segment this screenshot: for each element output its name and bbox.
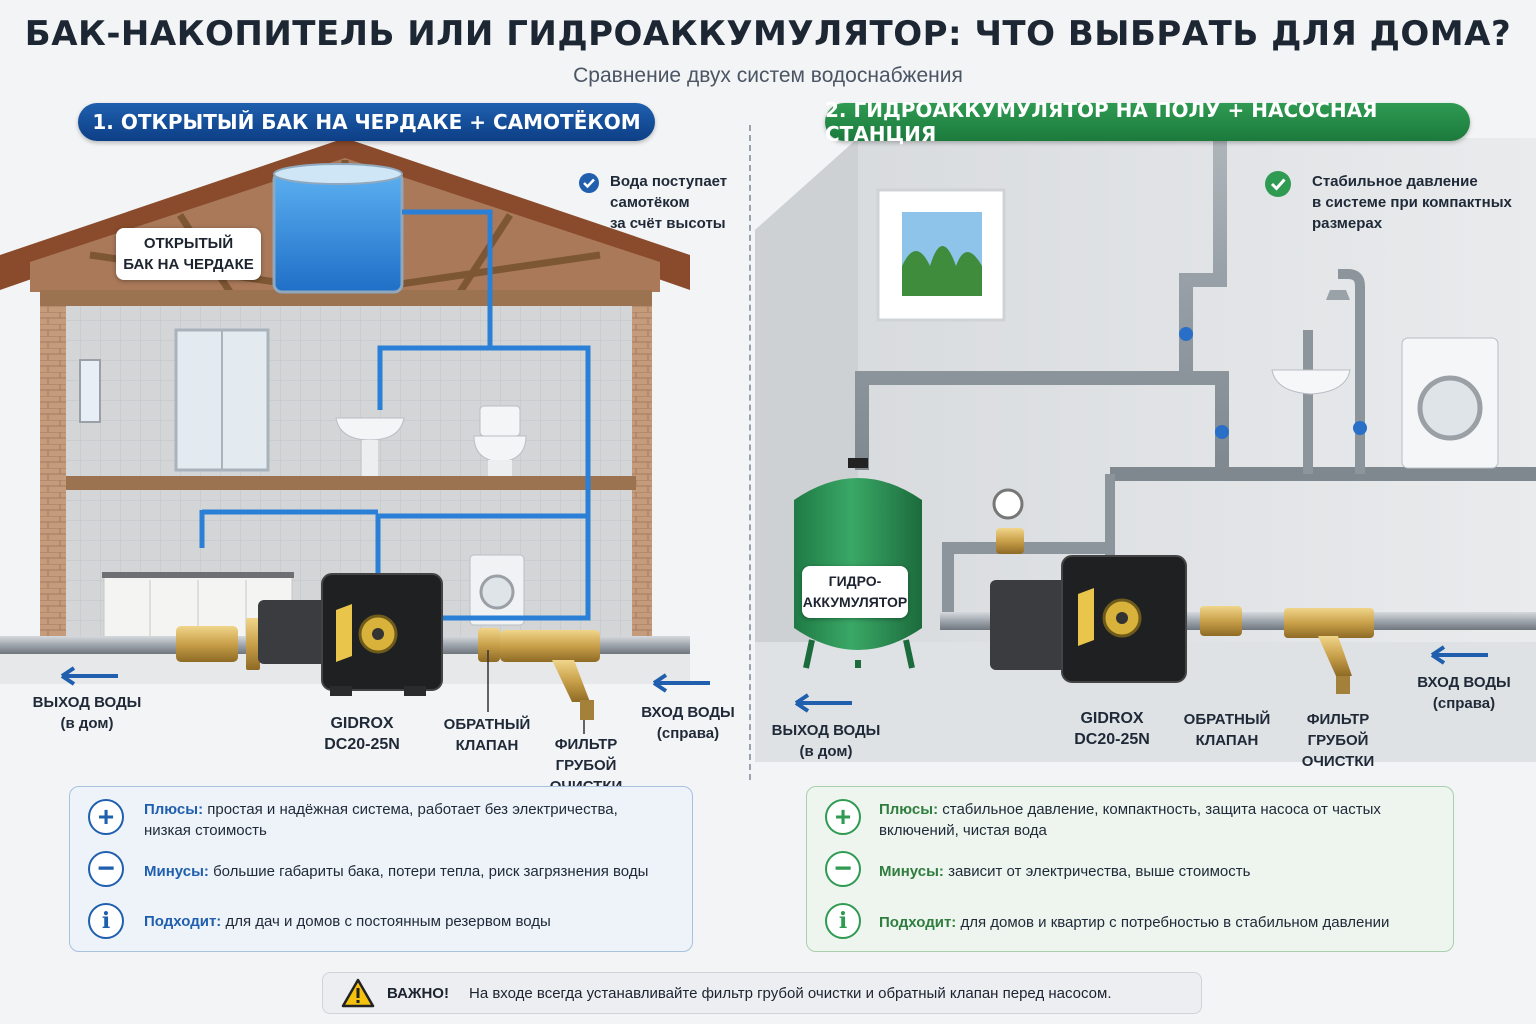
section-divider [749, 125, 751, 780]
warning-text: На входе всегда устанавливайте фильтр гр… [468, 984, 1112, 1002]
left-pros-line-2: низкая стоимость [144, 822, 267, 839]
right-note-line-2: в системе при компактных [1312, 194, 1512, 211]
left-inlet-label: ВХОД ВОДЫ (справа) [636, 702, 740, 744]
right-note: Стабильное давление в системе при компак… [1312, 171, 1526, 234]
right-fit-text: для домов и квартир с потребностью в ста… [960, 914, 1390, 931]
right-cons-text: зависит от электричества, выше стоимость [948, 863, 1251, 880]
right-outlet-label: ВЫХОД ВОДЫ (в дом) [768, 720, 884, 762]
info-icon: i [825, 903, 861, 939]
left-check-valve-label: ОБРАТНЫЙ КЛАПАН [440, 714, 534, 756]
left-summary-card: + Плюсы: простая и надёжная система, раб… [69, 786, 693, 952]
right-fit-label: Подходит: [879, 914, 957, 931]
left-pump-model: DC20-25N [324, 736, 400, 753]
plus-icon: + [88, 799, 124, 835]
left-outlet-title: ВЫХОД ВОДЫ [32, 694, 142, 711]
right-inlet-title: ВХОД ВОДЫ [1417, 674, 1511, 691]
accumulator-tag: ГИДРО- АККУМУЛЯТОР [802, 566, 908, 618]
right-pump-label: GIDROX DC20-25N [1062, 708, 1162, 750]
left-pros: Плюсы: простая и надёжная система, работ… [144, 799, 684, 841]
right-room [755, 138, 1536, 762]
right-inlet-sub: (справа) [1432, 695, 1496, 712]
left-check-valve-line-2: КЛАПАН [455, 737, 519, 754]
warning-icon [341, 978, 375, 1008]
plus-icon: + [825, 799, 861, 835]
left-inlet-title: ВХОД ВОДЫ [641, 704, 735, 721]
right-filter-label: ФИЛЬТР ГРУБОЙ ОЧИСТКИ [1272, 709, 1404, 772]
left-pump-brand: GIDROX [330, 715, 394, 732]
right-pump-model: DC20-25N [1074, 731, 1150, 748]
right-note-line-3: размерах [1312, 215, 1383, 232]
left-outlet-sub: (в дом) [60, 715, 114, 732]
right-check-valve-line-1: ОБРАТНЫЙ [1183, 711, 1271, 728]
left-inlet-sub: (справа) [656, 725, 720, 742]
right-note-line-1: Стабильное давление [1312, 173, 1478, 190]
left-outlet-label: ВЫХОД ВОДЫ (в дом) [28, 692, 146, 734]
right-outlet-sub: (в дом) [799, 743, 853, 760]
left-fit-text: для дач и домов с постоянным резервом во… [225, 913, 551, 930]
tank-tag: ОТКРЫТЫЙ БАК НА ЧЕРДАКЕ [116, 228, 261, 280]
minus-icon: − [825, 851, 861, 887]
right-cons-label: Минусы: [879, 863, 944, 880]
left-fit-label: Подходит: [144, 913, 222, 930]
right-pros: Плюсы: стабильное давление, компактность… [879, 799, 1439, 841]
left-house [0, 138, 710, 734]
page-title: БАК-НАКОПИТЕЛЬ ИЛИ ГИДРОАККУМУЛЯТОР: ЧТО… [24, 14, 1512, 54]
right-pump-brand: GIDROX [1080, 710, 1144, 727]
left-note-line-3: за счёт высоты [610, 215, 726, 232]
right-fit: Подходит: для домов и квартир с потребно… [879, 912, 1439, 933]
left-cons: Минусы: большие габариты бака, потери те… [144, 861, 684, 882]
page-subtitle: Сравнение двух систем водоснабжения [573, 64, 963, 87]
check-circle-icon [578, 172, 600, 194]
left-note-line-1: Вода поступает [610, 173, 728, 190]
section-header-accumulator: 2. ГИДРОАККУМУЛЯТОР НА ПОЛУ + НАСОСНАЯ С… [825, 98, 1470, 146]
minus-icon: − [88, 851, 124, 887]
accumulator-tag-line-1: ГИДРО- [828, 573, 882, 589]
left-filter-line-1: ФИЛЬТР [554, 736, 618, 753]
left-pros-label: Плюсы: [144, 801, 204, 818]
accumulator-tag-line-2: АККУМУЛЯТОР [802, 594, 908, 610]
warning-bar: ВАЖНО! На входе всегда устанавливайте фи… [322, 972, 1202, 1014]
left-fit: Подходит: для дач и домов с постоянным р… [144, 911, 684, 932]
warning-title: ВАЖНО! [387, 984, 449, 1002]
left-check-valve-line-1: ОБРАТНЫЙ [443, 716, 531, 733]
right-check-valve-line-2: КЛАПАН [1195, 732, 1259, 749]
left-pump-label: GIDROX DC20-25N [312, 713, 412, 755]
right-pros-line-2: включений, чистая вода [879, 822, 1047, 839]
left-note-line-2: самотёком [610, 194, 690, 211]
right-cons: Минусы: зависит от электричества, выше с… [879, 861, 1439, 882]
left-cons-text: большие габариты бака, потери тепла, рис… [213, 863, 649, 880]
tank-tag-line-1: ОТКРЫТЫЙ [143, 235, 234, 252]
right-filter-line-1: ФИЛЬТР [1306, 711, 1370, 728]
section-header-open-tank: 1. ОТКРЫТЫЙ БАК НА ЧЕРДАКЕ + САМОТЁКОМ [78, 103, 655, 141]
right-filter-line-2: ГРУБОЙ ОЧИСТКИ [1301, 732, 1375, 770]
check-circle-icon [1264, 170, 1292, 198]
right-outlet-title: ВЫХОД ВОДЫ [771, 722, 881, 739]
right-pros-label: Плюсы: [879, 801, 939, 818]
left-pros-line-1: простая и надёжная система, работает без… [207, 801, 618, 818]
right-pros-line-1: стабильное давление, компактность, защит… [942, 801, 1381, 818]
tank-tag-line-2: БАК НА ЧЕРДАКЕ [123, 256, 254, 273]
info-icon: i [88, 903, 124, 939]
left-note: Вода поступает самотёком за счёт высоты [610, 171, 750, 234]
right-inlet-label: ВХОД ВОДЫ (справа) [1412, 672, 1516, 714]
right-check-valve-label: ОБРАТНЫЙ КЛАПАН [1180, 709, 1274, 751]
right-summary-card: + Плюсы: стабильное давление, компактнос… [806, 786, 1454, 952]
left-cons-label: Минусы: [144, 863, 209, 880]
